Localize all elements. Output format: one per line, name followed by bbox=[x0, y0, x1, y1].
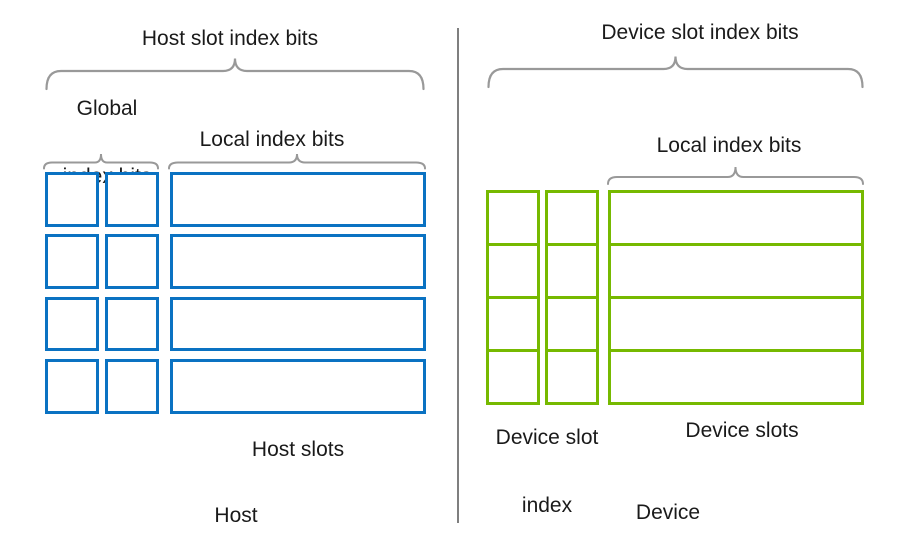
host-global-bit-box bbox=[45, 234, 99, 289]
device-slot-index-cell bbox=[489, 349, 537, 402]
host-global-bit-box bbox=[105, 359, 159, 414]
host-slot-index-brace-icon bbox=[45, 57, 425, 91]
device-slot-cell bbox=[611, 243, 861, 296]
device-slot-index-cell bbox=[489, 243, 537, 296]
device-slot-cell bbox=[611, 193, 861, 243]
section-divider bbox=[457, 28, 459, 523]
host-global-bit-box bbox=[105, 172, 159, 227]
device-slots-column bbox=[608, 190, 864, 405]
device-slot-index-line1: Device slot bbox=[495, 426, 599, 449]
host-global-bit-box bbox=[45, 172, 99, 227]
host-local-bits-box bbox=[170, 234, 426, 289]
device-slot-index-cell bbox=[489, 193, 537, 243]
device-local-index-brace-icon bbox=[607, 166, 864, 186]
device-slot-index-cell bbox=[548, 296, 596, 349]
host-local-index-bits-label: Local index bits bbox=[199, 128, 345, 151]
device-slots-label: Device slots bbox=[685, 419, 799, 442]
host-slots-label: Host slots bbox=[251, 438, 345, 461]
host-global-bit-box bbox=[45, 359, 99, 414]
device-slot-index-cell bbox=[548, 349, 596, 402]
host-local-index-brace-icon bbox=[168, 153, 426, 170]
device-local-index-bits-label: Local index bits bbox=[656, 134, 802, 157]
host-global-bit-box bbox=[105, 297, 159, 351]
device-slot-index-cell bbox=[548, 193, 596, 243]
device-slot-index-cell bbox=[489, 296, 537, 349]
device-slot-index-line2: index bbox=[521, 494, 573, 517]
host-section-label: Host bbox=[214, 504, 258, 527]
device-title: Device slot index bits bbox=[601, 21, 799, 44]
host-local-bits-box bbox=[170, 172, 426, 227]
host-local-bits-box bbox=[170, 359, 426, 414]
host-global-bit-box bbox=[45, 297, 99, 351]
device-section-label: Device bbox=[635, 501, 701, 524]
global-index-bits-line1: Global bbox=[76, 97, 138, 120]
device-slot-cell bbox=[611, 349, 861, 402]
host-global-bit-box bbox=[105, 234, 159, 289]
device-slot-index-column bbox=[545, 190, 599, 405]
device-slot-index-label: Device slot index bbox=[496, 421, 599, 523]
global-index-brace-icon bbox=[43, 153, 159, 170]
host-local-bits-box bbox=[170, 297, 426, 351]
host-title: Host slot index bits bbox=[141, 27, 319, 50]
device-slot-cell bbox=[611, 296, 861, 349]
device-slot-index-column bbox=[486, 190, 540, 405]
device-slot-index-cell bbox=[548, 243, 596, 296]
device-slot-index-brace-icon bbox=[487, 55, 864, 89]
